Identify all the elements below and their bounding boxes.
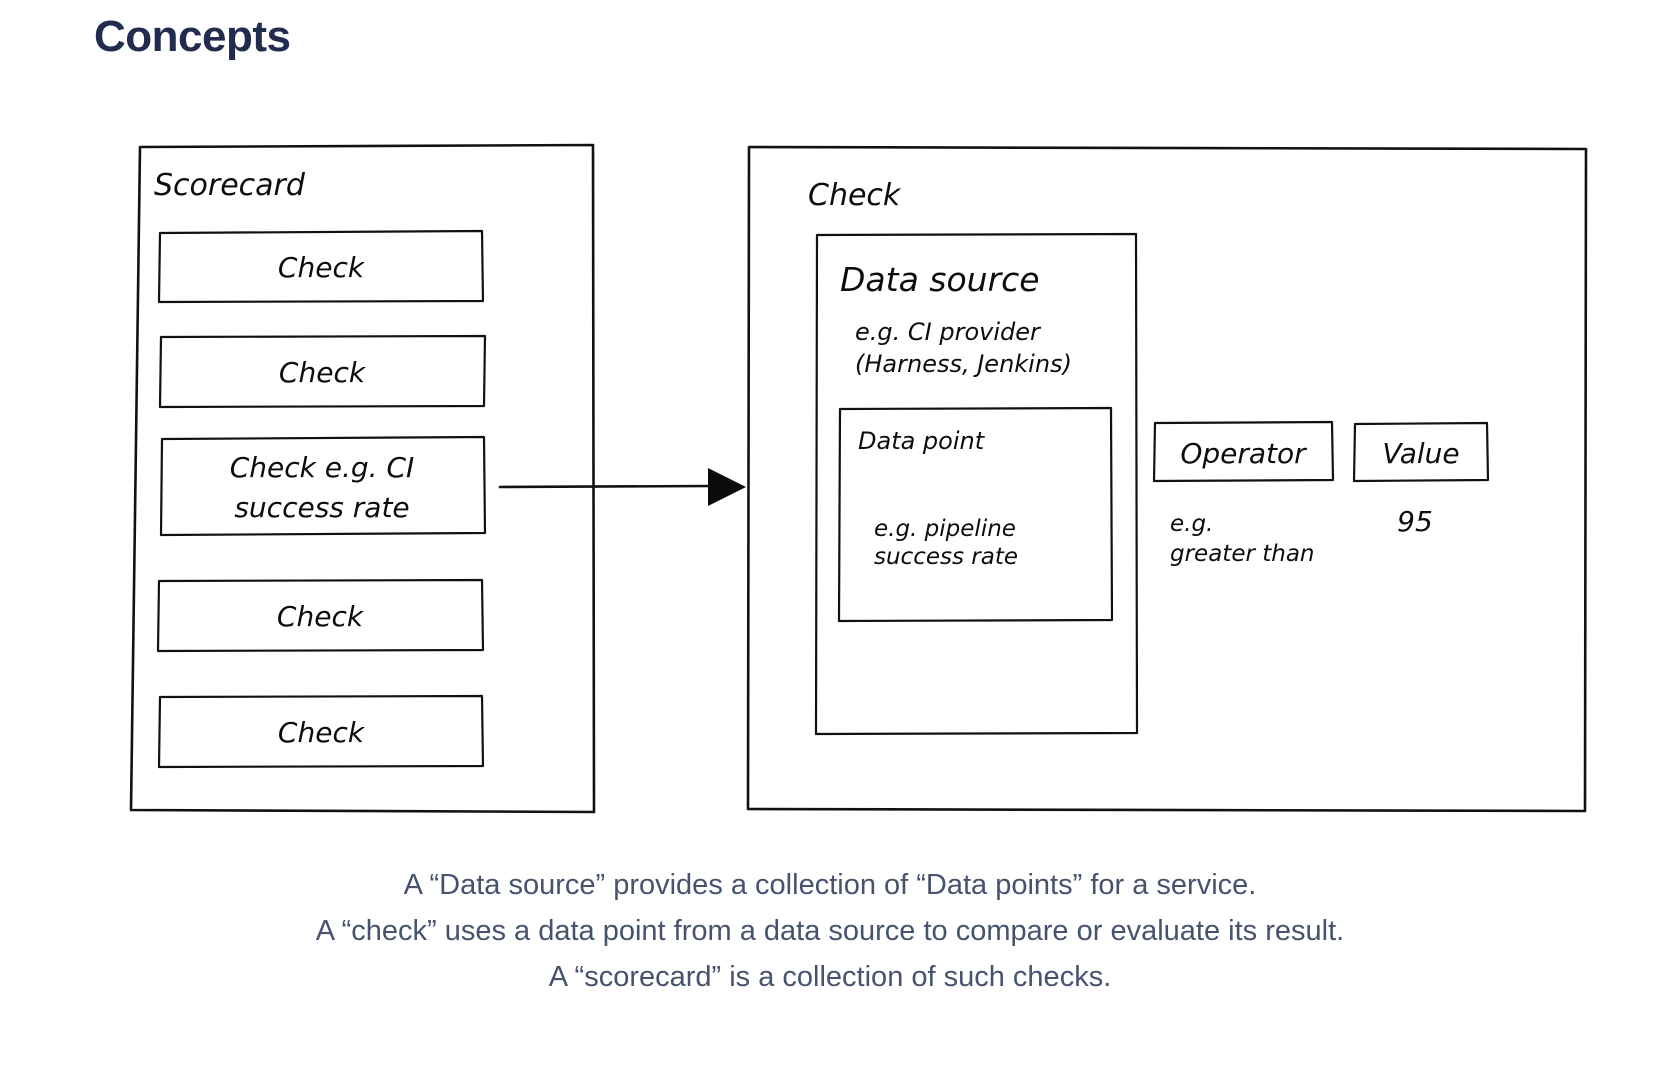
page-title: Concepts xyxy=(94,12,291,61)
scorecard-check-1[interactable]: Check xyxy=(157,229,485,304)
check-detail-label: Check xyxy=(808,178,902,213)
scorecard-check-5-label: Check xyxy=(278,716,366,749)
scorecard-check-4[interactable]: Check xyxy=(156,578,485,653)
scorecard-check-4-label: Check xyxy=(277,600,365,633)
value-example: 95 xyxy=(1397,505,1433,538)
scorecard-check-2-label: Check xyxy=(279,356,367,389)
scorecard-check-3-label-line2: success rate xyxy=(234,491,409,524)
value-box: Value 95 xyxy=(1352,421,1490,538)
scorecard-check-1-label: Check xyxy=(278,251,366,284)
operator-example-line1: e.g. xyxy=(1170,511,1213,537)
caption-block: A “Data source” provides a collection of… xyxy=(0,862,1660,1000)
value-label: Value xyxy=(1382,437,1459,470)
scorecard-check-ci-success-rate[interactable]: Check e.g. CI success rate xyxy=(159,435,487,537)
caption-line-3: A “scorecard” is a collection of such ch… xyxy=(548,961,1112,993)
operator-label: Operator xyxy=(1180,437,1307,470)
operator-example-line2: greater than xyxy=(1170,541,1315,567)
scorecard-check-5[interactable]: Check xyxy=(157,694,485,769)
data-point-example-line1: e.g. pipeline xyxy=(874,516,1016,542)
scorecard-label: Scorecard xyxy=(154,168,306,203)
arrow-connector xyxy=(498,468,746,506)
caption-line-2: A “check” uses a data point from a data … xyxy=(315,915,1345,947)
data-point-label: Data point xyxy=(858,427,986,455)
data-source-example-line1: e.g. CI provider xyxy=(855,318,1042,346)
caption-line-1: A “Data source” provides a collection of… xyxy=(403,869,1257,901)
check-detail-box: Check xyxy=(746,145,1588,813)
scorecard-container: Scorecard xyxy=(129,143,596,814)
data-source-label: Data source xyxy=(840,260,1040,299)
scorecard-check-3-label-line1: Check e.g. CI xyxy=(230,451,415,484)
data-point-box: Data point e.g. pipeline success rate xyxy=(837,406,1114,623)
data-source-example-line2: (Harness, Jenkins) xyxy=(855,350,1072,378)
arrow-head-icon xyxy=(708,468,746,506)
data-source-box: Data source e.g. CI provider (Harness, J… xyxy=(814,232,1139,736)
data-point-example-line2: success rate xyxy=(874,544,1018,570)
operator-box: Operator e.g. greater than xyxy=(1152,420,1335,567)
scorecard-check-2[interactable]: Check xyxy=(158,334,487,409)
